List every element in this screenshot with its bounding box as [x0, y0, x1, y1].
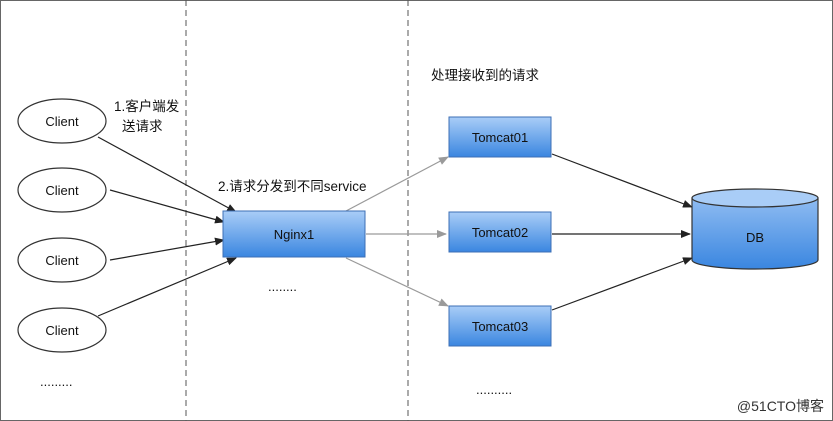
client-ellipse	[17, 167, 107, 213]
tomcat-box	[448, 211, 552, 253]
client-node: Client	[17, 307, 107, 353]
process-label: 处理接收到的请求	[431, 67, 539, 83]
arrow-nginx-tomcat03	[345, 257, 449, 307]
client-ellipse	[17, 237, 107, 283]
step2-label: 2.请求分发到不同service	[218, 179, 367, 194]
tomcat-box	[448, 116, 552, 158]
tomcat-node: Tomcat01	[448, 116, 552, 158]
client-label: Client	[45, 323, 79, 338]
client-node: Client	[17, 237, 107, 283]
tomcat-box	[448, 305, 552, 347]
nginx-more-ellipsis: ........	[268, 279, 297, 294]
db-node: DB	[691, 188, 819, 270]
db-cylinder-top	[691, 188, 819, 208]
arrow-client1-nginx	[97, 136, 237, 213]
watermark: @51CTO博客	[737, 398, 824, 414]
tomcat-label: Tomcat01	[472, 130, 528, 145]
arrow-tomcat01-db	[551, 153, 693, 208]
arrow-client4-nginx	[97, 257, 237, 317]
client-label: Client	[45, 183, 79, 198]
arrow-nginx-tomcat01	[345, 156, 449, 212]
client-node: Client	[17, 98, 107, 144]
client-node: Client	[17, 167, 107, 213]
nginx-label: Nginx1	[274, 227, 314, 242]
arrow-client2-nginx	[109, 189, 225, 224]
clients-more-ellipsis: .........	[40, 374, 73, 389]
tomcat-node: Tomcat03	[448, 305, 552, 347]
db-label: DB	[746, 230, 764, 245]
client-ellipse	[17, 307, 107, 353]
nginx-node: Nginx1	[222, 210, 366, 258]
step1-label-line2: 送请求	[122, 119, 163, 134]
tomcats-more-ellipsis: ..........	[476, 382, 512, 397]
client-ellipse	[17, 98, 107, 144]
client-label: Client	[45, 114, 79, 129]
step1-label-line1: 1.客户端发	[114, 98, 180, 114]
arrow-tomcat03-db	[551, 257, 693, 311]
nginx-box	[222, 210, 366, 258]
tomcat-label: Tomcat03	[472, 319, 528, 334]
tomcat-label: Tomcat02	[472, 225, 528, 240]
client-label: Client	[45, 253, 79, 268]
arrow-client3-nginx	[109, 237, 225, 261]
db-cylinder-body	[691, 197, 819, 270]
tomcat-node: Tomcat02	[448, 211, 552, 253]
